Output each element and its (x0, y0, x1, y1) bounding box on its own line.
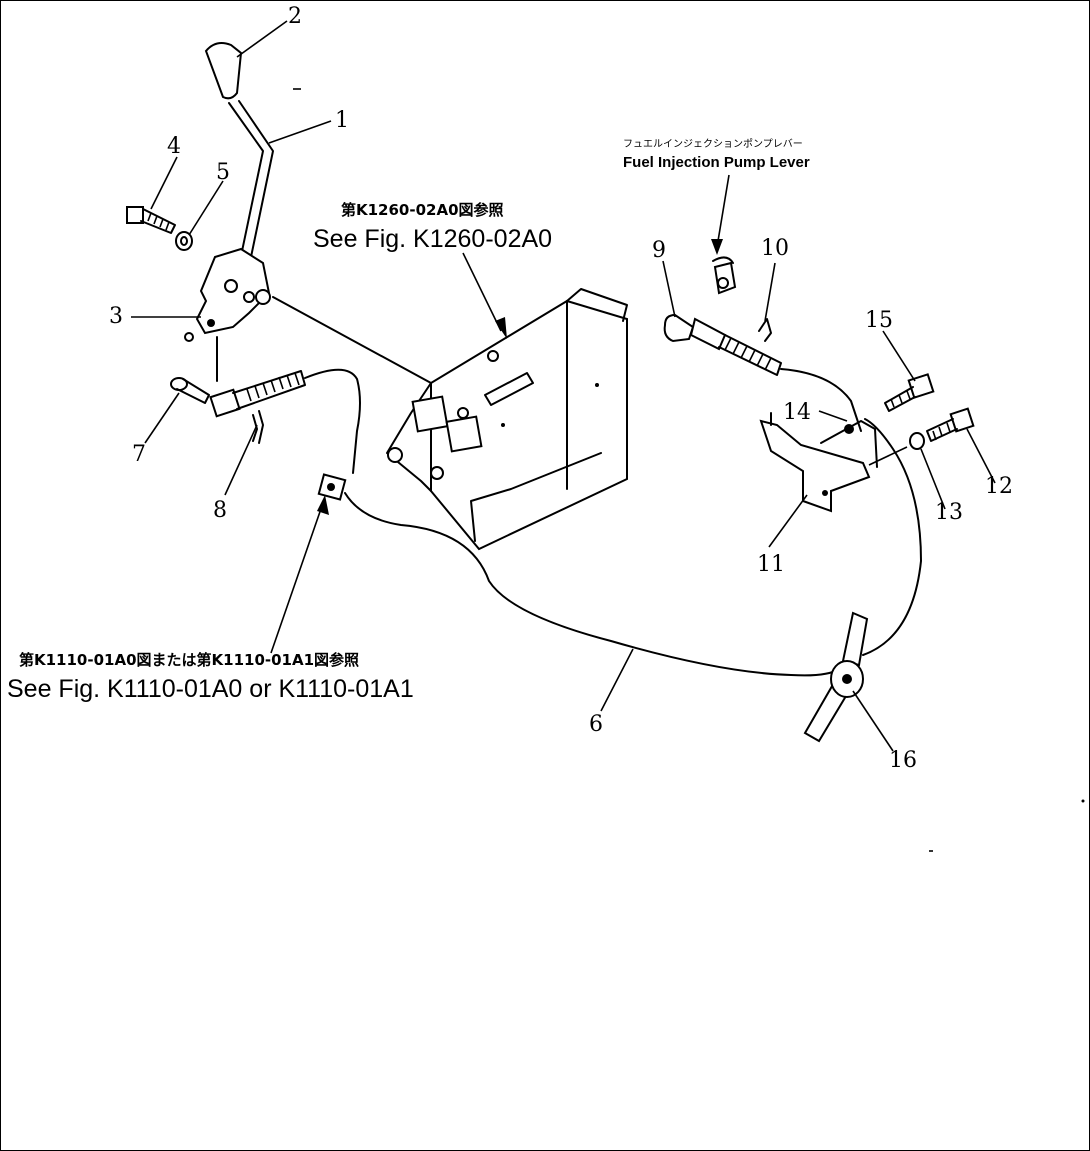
part-number-8: 8 (213, 498, 227, 523)
leader-lines (131, 20, 996, 752)
part-number-6: 6 (589, 712, 603, 737)
part-number-10: 10 (761, 236, 789, 261)
part-number-14: 14 (783, 400, 811, 425)
part-number-3: 3 (109, 304, 123, 329)
part-number-9: 9 (652, 238, 666, 263)
bolt-15 (884, 373, 935, 412)
bolt-7 (170, 377, 210, 404)
part-number-7: 7 (132, 442, 146, 467)
part-number-labels: 2 1 4 5 3 7 8 6 9 10 15 14 12 13 11 16 (109, 4, 1013, 773)
lever-rod (228, 102, 264, 257)
cable-end-left (209, 368, 361, 474)
washer-13 (909, 432, 925, 450)
clamp-ref-jp: 第K1110-01A0図または第K1110-01A1図参照 (19, 651, 359, 669)
part-number-12: 12 (985, 474, 1013, 499)
bolt-12 (926, 407, 975, 442)
control-cable (317, 418, 922, 677)
part-number-16: 16 (889, 748, 917, 773)
part-number-4: 4 (167, 134, 181, 159)
pump-linkage (663, 256, 975, 513)
control-lever-assembly (126, 42, 432, 404)
part-number-2: 2 (288, 4, 302, 29)
pump-lever-ref-en: Fuel Injection Pump Lever (623, 154, 810, 171)
reference-labels: 第K1260-02A0図参照 See Fig. K1260-02A0 第K111… (7, 138, 810, 703)
part-number-15: 15 (865, 308, 893, 333)
lever-knob (204, 42, 243, 100)
plate-ref-en: See Fig. K1260-02A0 (313, 225, 552, 253)
main-plate (386, 288, 628, 551)
part-number-1: 1 (335, 108, 349, 133)
part-number-5: 5 (216, 160, 230, 185)
clamp-ref-en: See Fig. K1110-01A0 or K1110-01A1 (7, 675, 414, 703)
part-number-11: 11 (757, 552, 785, 577)
cable-clamp-16 (803, 611, 869, 743)
plate-ref-jp: 第K1260-02A0図参照 (341, 201, 504, 219)
part-number-13: 13 (935, 500, 963, 525)
bolt-4 (126, 206, 176, 234)
pump-lever-ref-jp: フュエルインジェクションポンプレバー (623, 138, 803, 150)
